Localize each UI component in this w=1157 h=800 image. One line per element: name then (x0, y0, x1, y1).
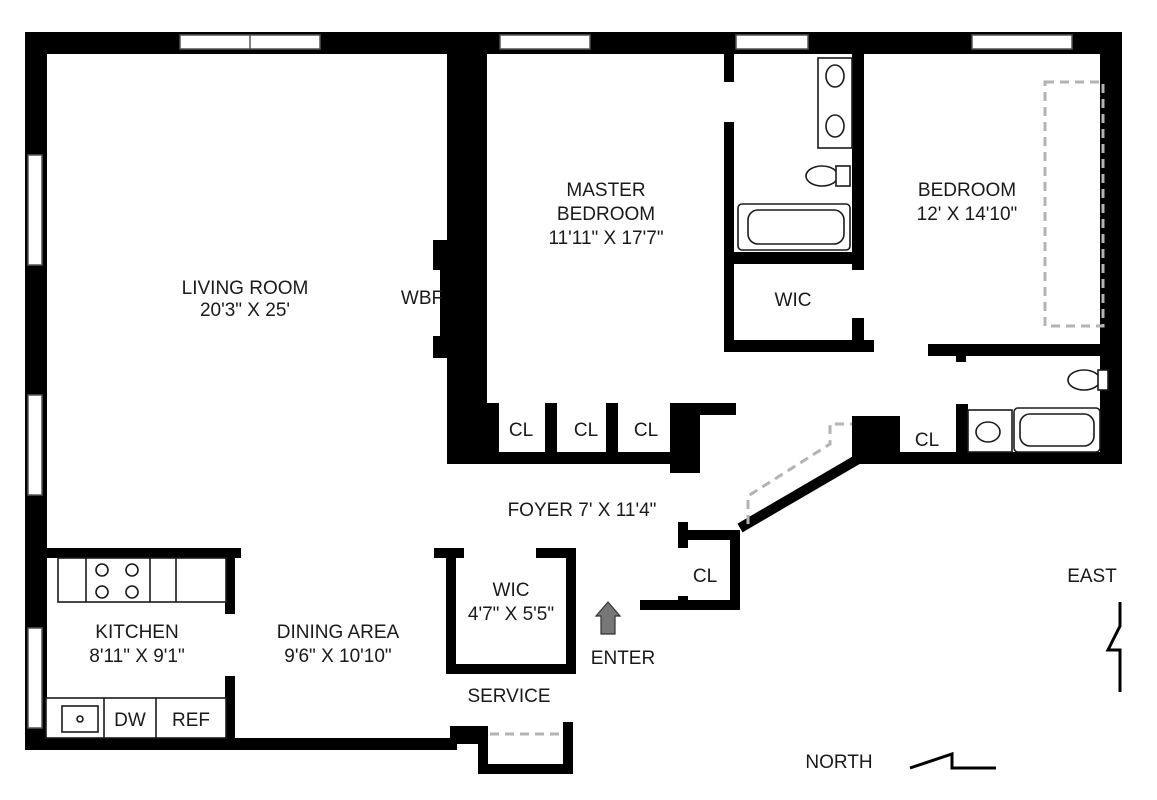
closet-label-3: CL (634, 420, 658, 441)
door-swing-dashed (746, 422, 852, 524)
wbf-label: WBF (401, 288, 443, 309)
enter-label: ENTER (591, 648, 655, 669)
wic-name: WIC (493, 580, 530, 601)
north-label: NORTH (805, 752, 872, 773)
east-arrow-icon (1105, 602, 1122, 692)
kitchen-name: KITCHEN (95, 622, 178, 643)
master-bath-fixtures (737, 57, 853, 251)
dw-label: DW (114, 710, 146, 731)
enter-arrow-icon (594, 601, 622, 635)
living-room-name: LIVING ROOM (182, 278, 309, 299)
kitchen-size: 8'11" X 9'1" (89, 646, 184, 667)
closet-label-4: CL (915, 430, 939, 451)
master-bedroom-size: 11'11" X 17'7" (548, 228, 663, 249)
dining-area-size: 9'6" X 10'10" (284, 646, 391, 667)
master-bedroom-name-line2: BEDROOM (557, 204, 655, 225)
bedroom-size: 12' X 14'10" (917, 204, 1018, 225)
foyer-label: FOYER 7' X 11'4" (508, 500, 657, 521)
bedroom-name: BEDROOM (918, 180, 1016, 201)
ref-label: REF (172, 710, 210, 731)
wic-size: 4'7" X 5'5" (468, 604, 554, 625)
walls (25, 32, 1122, 774)
bedroom-bath-fixtures (967, 369, 1109, 453)
windows (27, 34, 1073, 729)
east-label: EAST (1067, 566, 1117, 587)
closet-label-1: CL (509, 420, 533, 441)
service-label: SERVICE (467, 686, 550, 707)
north-arrow-icon (909, 751, 996, 770)
master-wic-label: WIC (775, 290, 812, 311)
closet-label-5: CL (693, 566, 717, 587)
closet-label-2: CL (574, 420, 598, 441)
living-room-size: 20'3" X 25' (200, 300, 290, 321)
master-bedroom-name-line1: MASTER (566, 180, 645, 201)
kitchen-fixtures (45, 557, 227, 739)
dining-area-name: DINING AREA (277, 622, 400, 643)
